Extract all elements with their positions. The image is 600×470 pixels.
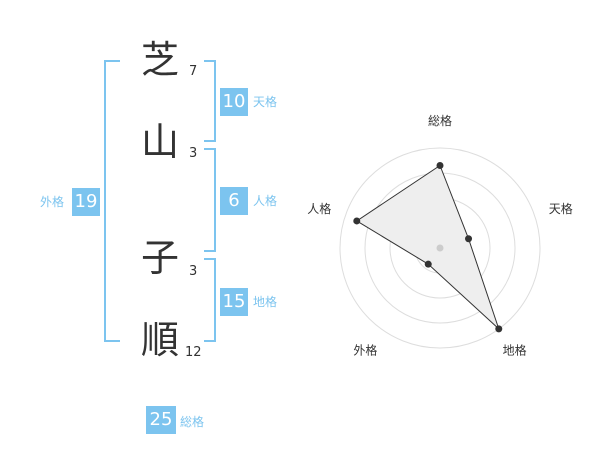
chikaku-bracket (204, 258, 216, 342)
soukaku-score: 25 (146, 406, 176, 434)
stroke-count-2: 3 (189, 146, 198, 161)
tenkaku-score: 10 (220, 88, 248, 116)
jinkaku-score: 6 (220, 187, 248, 215)
radar-axis-label-3: 地格 (503, 343, 527, 358)
radar-point-1 (436, 162, 444, 169)
radar-axis-label-5: 人格 (307, 201, 331, 216)
gaikaku-bracket (104, 60, 120, 342)
radar-polygon (355, 164, 500, 330)
stroke-count-4: 12 (185, 345, 202, 360)
stroke-count-1: 7 (189, 64, 198, 79)
radar-axis-label-4: 外格 (353, 343, 377, 358)
jinkaku-label: 人格 (253, 194, 278, 208)
soukaku-label: 総格 (180, 415, 205, 429)
name-char-1: 芝 (140, 38, 179, 82)
radar-point-4 (424, 260, 432, 268)
radar-point-5 (353, 217, 361, 225)
tenkaku-label: 天格 (253, 95, 278, 109)
radar-ring (339, 147, 541, 349)
tenkaku-bracket (204, 60, 216, 142)
name-char-4: 順 (140, 318, 179, 362)
chikaku-label: 地格 (253, 295, 278, 309)
jinkaku-bracket (204, 148, 216, 252)
radar-axis-label-2: 天格 (549, 201, 573, 216)
radar-point-3 (495, 325, 503, 333)
radar-center-dot (436, 244, 444, 252)
name-char-3: 子 (140, 236, 179, 280)
radar-point-2 (465, 235, 473, 243)
radar-axis-label-1: 総格 (428, 113, 452, 128)
gaikaku-score: 19 (72, 188, 100, 216)
gaikaku-label: 外格 (40, 195, 65, 209)
chikaku-score: 15 (220, 288, 248, 316)
name-char-2: 山 (140, 120, 179, 164)
stroke-count-3: 3 (189, 264, 198, 279)
